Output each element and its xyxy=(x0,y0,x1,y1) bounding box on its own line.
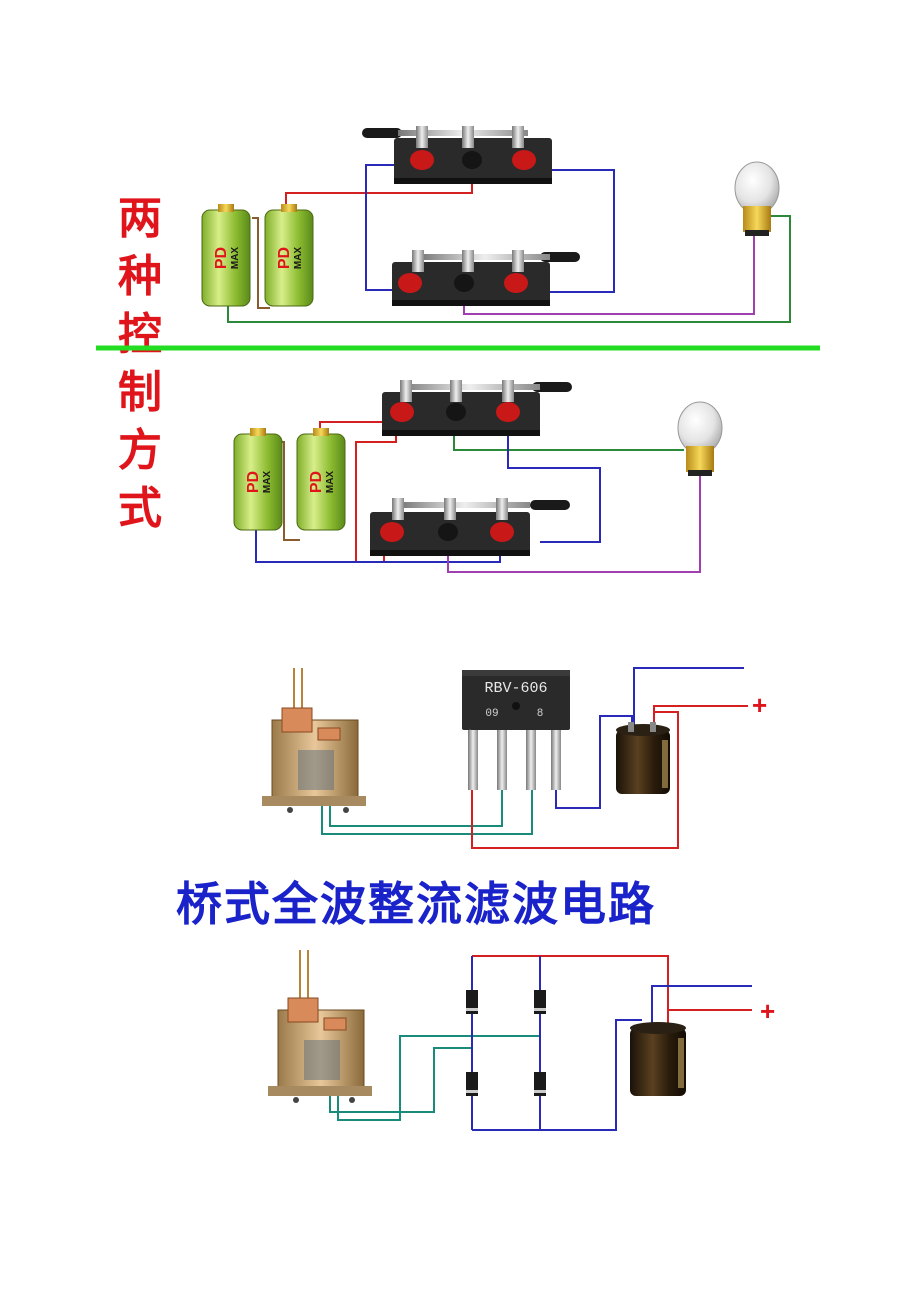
transformer-2 xyxy=(268,997,372,1103)
title-char: 控 xyxy=(118,309,162,360)
battery-brand: PD xyxy=(276,247,293,269)
wire-brown xyxy=(252,217,270,309)
knife-switch-mid-1 xyxy=(382,380,572,436)
diode-top-right xyxy=(534,990,546,1014)
plus-label-top: + xyxy=(752,690,768,720)
vertical-title: 两 种 控 制 方 式 xyxy=(104,190,176,538)
wire-blue xyxy=(633,667,744,730)
battery-top-1: PD MAX xyxy=(201,204,251,307)
wire-blue xyxy=(472,1019,642,1131)
title-char: 制 xyxy=(118,367,162,418)
title-char: 种 xyxy=(118,251,162,302)
bridge-rectifier-module: RBV-606 09 8 + xyxy=(462,670,570,790)
title-char: 式 xyxy=(118,483,162,534)
wire-red xyxy=(653,705,748,724)
battery-mid-1: PD MAX xyxy=(233,428,283,531)
battery-brand: PD xyxy=(245,471,262,493)
wire-blue xyxy=(555,715,633,809)
battery-model: MAX xyxy=(230,247,241,270)
battery-model: MAX xyxy=(293,247,304,270)
wire-red xyxy=(667,1009,752,1028)
bridge-title: 桥式全波整流滤波电路 xyxy=(176,877,656,931)
diode-bottom-left xyxy=(466,1072,478,1096)
knife-switch-top-2 xyxy=(392,250,580,306)
rectifier-code-left: 09 xyxy=(485,708,498,720)
wire-red xyxy=(355,422,397,563)
battery-model: MAX xyxy=(325,471,336,494)
rectifier-model: RBV-606 xyxy=(484,680,547,697)
wire-red xyxy=(472,955,669,1028)
title-char: 两 xyxy=(118,193,162,244)
battery-model: MAX xyxy=(262,471,273,494)
wire-blue xyxy=(548,169,615,293)
battery-brand: PD xyxy=(213,247,230,269)
wire-blue xyxy=(507,425,601,543)
transformer-1 xyxy=(262,707,366,813)
battery-brand: PD xyxy=(308,471,325,493)
battery-mid-2: PD MAX xyxy=(296,428,346,531)
wire-blue xyxy=(651,985,752,1028)
battery-top-2: PD MAX xyxy=(264,204,314,307)
bulb-top xyxy=(734,161,780,236)
rectifier-code-right: 8 xyxy=(537,708,544,720)
diode-bottom-right xyxy=(534,1072,546,1096)
capacitor-2 xyxy=(630,1022,686,1096)
wire-teal xyxy=(337,1030,541,1121)
diode-top-left xyxy=(466,990,478,1014)
bulb-mid xyxy=(677,401,723,476)
plus-label-bottom: + xyxy=(760,996,776,1026)
knife-switch-mid-2 xyxy=(370,498,570,556)
knife-switch-top-1 xyxy=(362,126,552,184)
capacitor-1 xyxy=(616,722,670,794)
wire-green xyxy=(227,215,791,323)
title-char: 方 xyxy=(118,425,162,476)
